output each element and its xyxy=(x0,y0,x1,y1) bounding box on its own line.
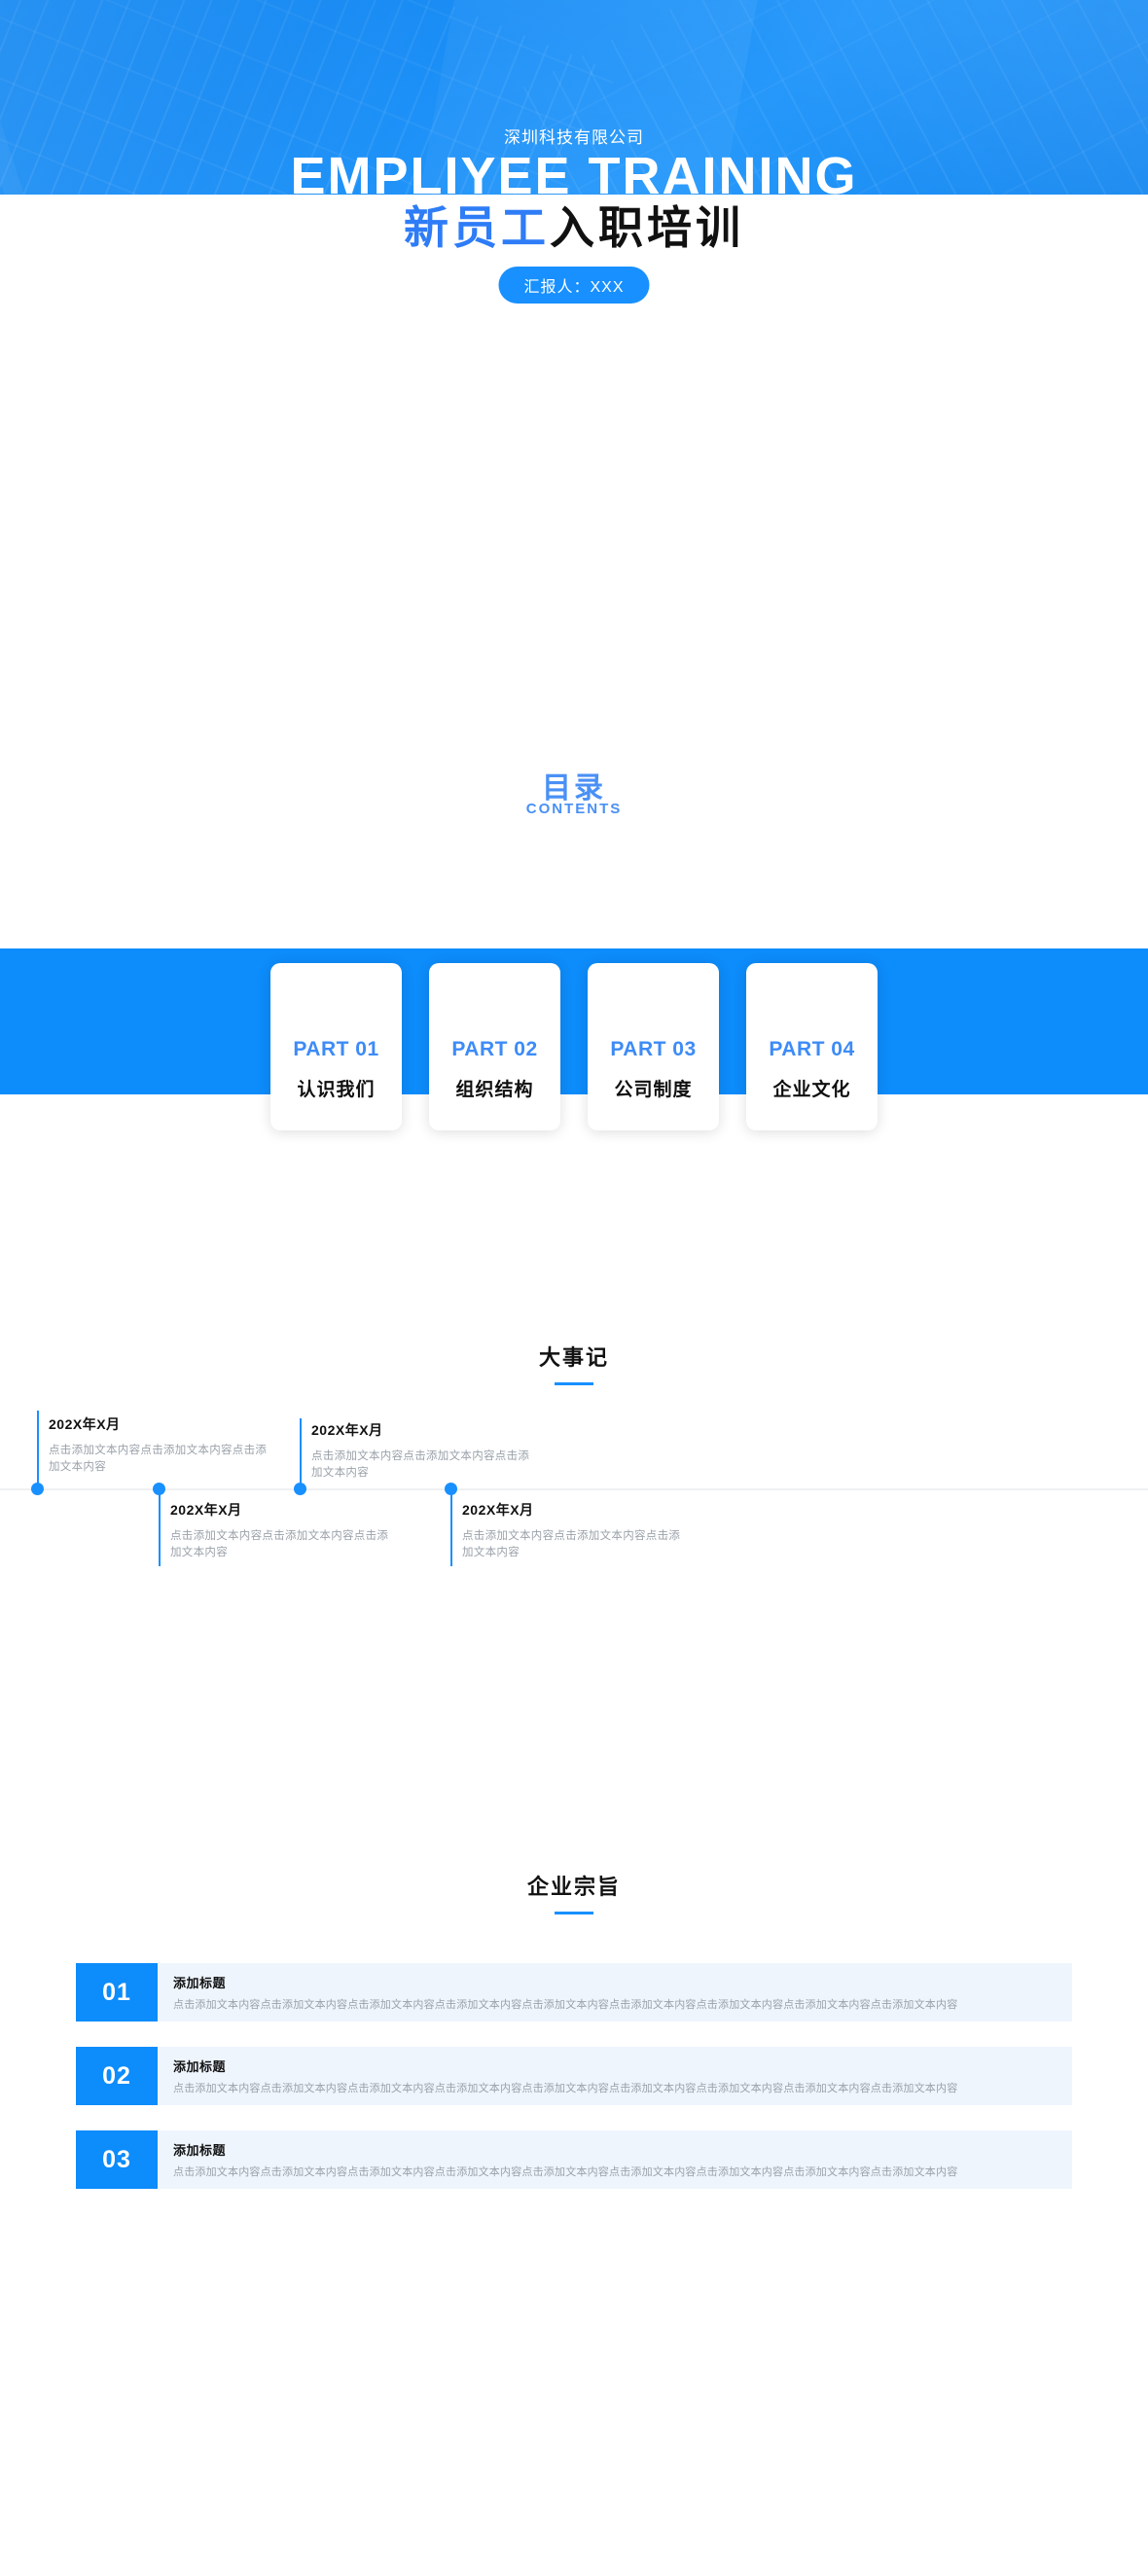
timeline-dot-3[interactable] xyxy=(294,1483,306,1495)
timeline-item-body: 点击添加文本内容点击添加文本内容点击添加文本内容 xyxy=(462,1530,681,1558)
timeline-heading-block: 大事记 xyxy=(0,1341,1148,1385)
timeline-item-date: 202X年X月 xyxy=(462,1502,534,1518)
contents-card-1[interactable]: PART 01 认识我们 xyxy=(270,963,402,1130)
purpose-heading-underline xyxy=(555,1912,593,1914)
purpose-heading: 企业宗旨 xyxy=(526,1875,621,1899)
timeline-heading-underline xyxy=(555,1382,593,1385)
purpose-row-number: 01 xyxy=(76,1963,158,2021)
contents-card-3[interactable]: PART 03 公司制度 xyxy=(588,963,719,1130)
contents-card-part-number: PART 01 xyxy=(293,1037,379,1060)
timeline-stem-3 xyxy=(300,1418,302,1488)
purpose-row-number: 03 xyxy=(76,2130,158,2189)
purpose-row-body: 点击添加文本内容点击添加文本内容点击添加文本内容点击添加文本内容点击添加文本内容… xyxy=(173,2166,958,2178)
purpose-row[interactable]: 02 添加标题 点击添加文本内容点击添加文本内容点击添加文本内容点击添加文本内容… xyxy=(76,2047,1072,2105)
timeline-heading: 大事记 xyxy=(538,1345,609,1370)
building-photo-base xyxy=(0,0,1148,195)
timeline-item-body: 点击添加文本内容点击添加文本内容点击添加文本内容 xyxy=(170,1530,389,1558)
purpose-row-content: 添加标题 点击添加文本内容点击添加文本内容点击添加文本内容点击添加文本内容点击添… xyxy=(158,1963,1072,2021)
purpose-row[interactable]: 01 添加标题 点击添加文本内容点击添加文本内容点击添加文本内容点击添加文本内容… xyxy=(76,1963,1072,2021)
purpose-heading-block: 企业宗旨 xyxy=(0,1870,1148,1914)
timeline-item-date: 202X年X月 xyxy=(170,1502,242,1518)
contents-card-part-number: PART 04 xyxy=(769,1037,855,1060)
purpose-row-number: 02 xyxy=(76,2047,158,2105)
blue-overlay-wash xyxy=(0,0,1148,195)
timeline-dot-1[interactable] xyxy=(31,1483,44,1495)
presenter-badge[interactable]: 汇报人：XXX xyxy=(498,267,650,304)
timeline-stem-4 xyxy=(450,1488,452,1566)
cover-title-english: EMPLIYEE TRAINING xyxy=(290,147,858,205)
contents-subtitle: CONTENTS xyxy=(525,801,623,817)
timeline-item-body: 点击添加文本内容点击添加文本内容点击添加文本内容 xyxy=(311,1450,530,1479)
contents-card-list: PART 01 认识我们 PART 02 组织结构 PART 03 公司制度 P… xyxy=(0,963,1148,1130)
timeline-axis xyxy=(0,1488,1148,1490)
purpose-row-title: 添加标题 xyxy=(173,1976,227,1990)
cover-title-chinese-highlight: 新员工 xyxy=(404,202,550,253)
cover-title-chinese-dark: 入职培训 xyxy=(550,202,744,253)
contents-title: 目录 xyxy=(542,772,606,805)
cover-title-chinese: 新员工入职培训 xyxy=(0,200,1148,255)
company-name: 深圳科技有限公司 xyxy=(504,128,644,147)
contents-slide: 目录 CONTENTS PART 01 认识我们 PART 02 组织结构 PA… xyxy=(0,671,1148,1294)
timeline-stem-2 xyxy=(159,1488,161,1566)
purpose-row-title: 添加标题 xyxy=(173,2059,227,2074)
timeline-item-2: 202X年X月 点击添加文本内容点击添加文本内容点击添加文本内容 xyxy=(159,1500,397,1561)
contents-card-2[interactable]: PART 02 组织结构 xyxy=(429,963,560,1130)
timeline-item-3: 202X年X月 点击添加文本内容点击添加文本内容点击添加文本内容 xyxy=(300,1420,538,1482)
contents-blue-band: 目录 CONTENTS PART 01 认识我们 PART 02 组织结构 PA… xyxy=(0,772,1148,1130)
contents-card-label: 组织结构 xyxy=(455,1079,534,1100)
contents-card-label: 公司制度 xyxy=(614,1079,693,1100)
cover-slide: 深圳科技有限公司 EMPLIYEE TRAINING 新员工入职培训 汇报人：X… xyxy=(0,0,1148,671)
purpose-row-content: 添加标题 点击添加文本内容点击添加文本内容点击添加文本内容点击添加文本内容点击添… xyxy=(158,2047,1072,2105)
contents-card-label: 认识我们 xyxy=(297,1079,376,1100)
timeline-slide: 大事记 202X年X月 点击添加文本内容点击添加文本内容点击添加文本内容 202… xyxy=(0,1294,1148,1839)
timeline-item-1: 202X年X月 点击添加文本内容点击添加文本内容点击添加文本内容 xyxy=(37,1414,275,1476)
contents-card-part-number: PART 02 xyxy=(451,1037,538,1060)
timeline-item-4: 202X年X月 点击添加文本内容点击添加文本内容点击添加文本内容 xyxy=(450,1500,689,1561)
cover-background-photo xyxy=(0,0,1148,195)
purpose-row-body: 点击添加文本内容点击添加文本内容点击添加文本内容点击添加文本内容点击添加文本内容… xyxy=(173,2083,958,2094)
timeline-item-body: 点击添加文本内容点击添加文本内容点击添加文本内容 xyxy=(49,1445,268,1473)
purpose-row-title: 添加标题 xyxy=(173,2143,227,2158)
contents-card-4[interactable]: PART 04 企业文化 xyxy=(746,963,878,1130)
contents-card-label: 企业文化 xyxy=(772,1079,851,1100)
purpose-slide: 企业宗旨 01 添加标题 点击添加文本内容点击添加文本内容点击添加文本内容点击添… xyxy=(0,1839,1148,2576)
purpose-row-content: 添加标题 点击添加文本内容点击添加文本内容点击添加文本内容点击添加文本内容点击添… xyxy=(158,2130,1072,2189)
timeline-item-date: 202X年X月 xyxy=(49,1416,121,1432)
purpose-row[interactable]: 03 添加标题 点击添加文本内容点击添加文本内容点击添加文本内容点击添加文本内容… xyxy=(76,2130,1072,2189)
contents-card-part-number: PART 03 xyxy=(610,1037,697,1060)
timeline-stem-1 xyxy=(37,1411,39,1488)
purpose-row-list: 01 添加标题 点击添加文本内容点击添加文本内容点击添加文本内容点击添加文本内容… xyxy=(76,1963,1072,2214)
purpose-row-body: 点击添加文本内容点击添加文本内容点击添加文本内容点击添加文本内容点击添加文本内容… xyxy=(173,1999,958,2011)
timeline-item-date: 202X年X月 xyxy=(311,1422,383,1438)
